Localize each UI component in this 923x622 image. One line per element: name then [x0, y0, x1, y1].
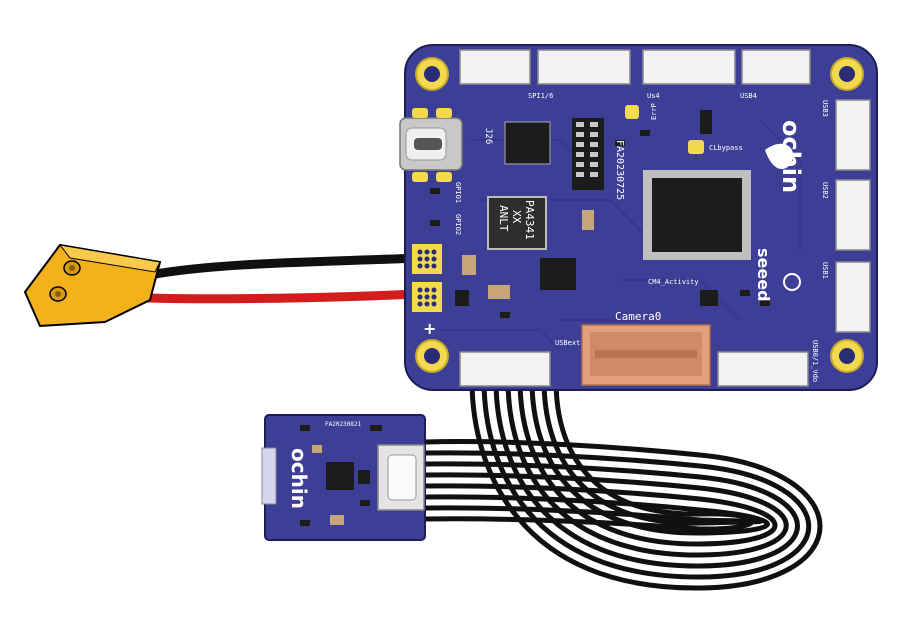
small-board-ochin-logo: ochin	[287, 448, 311, 509]
small-board: FA20230821 ochin	[261, 414, 426, 541]
main-board: SPI1/6 Us4 USB4 ErrP CLbypass USB3 USB2 …	[399, 44, 878, 391]
seeed-logo: seeed	[754, 248, 801, 302]
right-connectors	[835, 99, 871, 333]
chip-marking-1: PA4341	[523, 200, 536, 240]
label-us4: Us4	[647, 92, 660, 100]
label-gpio2: GPIO2	[454, 214, 462, 235]
small-board-part-number: FA20230821	[325, 421, 362, 428]
ochin-logo: ochin	[765, 120, 805, 193]
usb-c-port	[399, 117, 463, 171]
power-pads	[412, 244, 442, 312]
svg-text:ochin: ochin	[777, 120, 805, 193]
mounting-holes	[415, 57, 864, 373]
label-part-number: FA20230725	[614, 140, 625, 200]
label-usbext: USBext	[555, 339, 580, 347]
power-cables	[143, 253, 423, 304]
label-spi: SPI1/6	[528, 92, 553, 100]
ribbon-cable	[424, 379, 823, 591]
small-chip	[504, 121, 551, 165]
label-plus: +	[423, 319, 436, 338]
chip-marking-2: XX	[510, 210, 523, 224]
pin-header	[572, 118, 604, 190]
label-gpio1: GPIO1	[454, 182, 462, 203]
label-j26: J26	[483, 128, 493, 144]
label-usb4: USB4	[740, 92, 757, 100]
tactile-button	[377, 444, 425, 511]
label-errp: ErrP	[650, 103, 658, 120]
label-cm4-activity: CM4_Activity	[648, 278, 699, 286]
small-board-chip	[326, 462, 354, 490]
top-connectors	[459, 49, 811, 85]
camera-fpc-connector	[581, 324, 711, 386]
black-wire	[145, 253, 423, 280]
label-clbypass: CLbypass	[709, 144, 743, 152]
xt30-connector	[23, 243, 162, 328]
red-wire	[143, 289, 423, 304]
label-usb1: USB1	[821, 262, 829, 279]
label-usb-vdo: USB0/1_Vdo	[811, 340, 819, 382]
label-usb3: USB3	[821, 100, 829, 117]
bottom-connectors	[459, 351, 809, 387]
chip-marking-3: ANLT	[497, 205, 510, 232]
label-camera: Camera0	[615, 310, 661, 323]
label-usb2: USB2	[821, 182, 829, 199]
processor-chip	[643, 170, 751, 260]
svg-text:seeed: seeed	[754, 248, 773, 302]
